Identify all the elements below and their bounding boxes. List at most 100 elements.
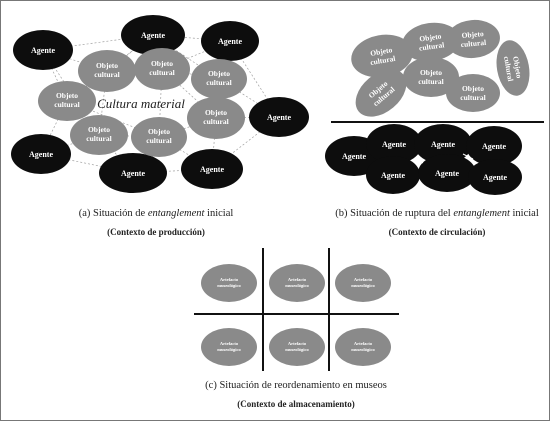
artifact-label-line2: museológico (351, 347, 375, 352)
agent-node: Agente (366, 156, 420, 194)
agent-node: Agente (181, 149, 243, 189)
agent-label: Agente (141, 31, 165, 40)
object-label-line1: Objeto (88, 125, 110, 134)
object-label-line1: Objeto (96, 61, 118, 70)
broken-link (414, 157, 424, 164)
object-label-line2: cultural (54, 100, 79, 109)
agent-label: Agente (200, 165, 224, 174)
agent-node: Agente (468, 159, 522, 195)
object-label-line1: Objeto (511, 56, 524, 80)
object-label-line1: Objeto (420, 68, 442, 77)
artifact-label-line2: museológico (285, 283, 309, 288)
artifact-label-line2: museológico (217, 283, 241, 288)
agent-label: Agente (381, 171, 405, 180)
agent-label: Agente (121, 169, 145, 178)
object-label-line1: Objeto (151, 59, 173, 68)
artifact-label-line2: museológico (217, 347, 241, 352)
agent-node: Agente (366, 124, 422, 164)
agent-label: Agente (382, 140, 406, 149)
object-label-line1: Objeto (208, 69, 230, 78)
agent-node: Agente (414, 124, 472, 164)
object-label-line1: Objeto (462, 84, 484, 93)
agent-label: Agente (431, 140, 455, 149)
object-label-line2: cultural (206, 78, 231, 87)
caption-a-emphasis: entanglement (147, 208, 205, 219)
agent-node: Agente (249, 97, 309, 137)
artifact-label-line1: Artefacto (288, 341, 307, 346)
object-label-line1: Objeto (461, 29, 484, 40)
agent-label: Agente (482, 142, 506, 151)
agent-node: Agente (201, 21, 259, 61)
object-label-line2: cultural (369, 54, 396, 67)
caption-a: (a) Situación de entanglement inicial (41, 208, 271, 219)
object-label-line2: cultural (146, 136, 171, 145)
artifact-label-line1: Artefacto (288, 277, 307, 282)
agent-label: Agente (435, 169, 459, 178)
object-label-line2: cultural (149, 68, 174, 77)
object-label-line2: cultural (86, 134, 111, 143)
object-label-line1: Objeto (205, 108, 227, 117)
context-b: (Contexto de circulación) (388, 227, 486, 237)
agent-node: Agente (418, 154, 476, 192)
agent-label: Agente (29, 150, 53, 159)
agent-label: Agente (342, 152, 366, 161)
caption-c: (c) Situación de reordenamiento en museo… (205, 380, 387, 391)
broken-link (462, 153, 474, 160)
object-label-line2: cultural (418, 40, 444, 52)
object-label-line1: Objeto (148, 127, 170, 136)
object-label-line2: cultural (94, 70, 119, 79)
object-label-line2: cultural (203, 117, 228, 126)
context-c: (Contexto de almacenamiento) (237, 399, 355, 409)
agent-node: Agente (99, 153, 167, 193)
object-label-line2: cultural (418, 77, 443, 86)
cultura-material-label: Cultura material (97, 96, 185, 111)
caption-a-text: (a) Situación de (78, 208, 148, 219)
artifact-label-line1: Artefacto (354, 341, 373, 346)
agent-label: Agente (267, 113, 291, 122)
artifact-label-line1: Artefacto (354, 277, 373, 282)
artifact-label-line2: museológico (351, 283, 375, 288)
object-label-line2: cultural (460, 93, 485, 102)
agent-node: Agente (121, 15, 185, 55)
object-label-line2: cultural (460, 38, 486, 49)
context-a: (Contexto de producción) (107, 227, 205, 237)
agent-label: Agente (31, 46, 55, 55)
agent-label: Agente (218, 37, 242, 46)
caption-a-text-end: inicial (204, 208, 234, 219)
caption-b-text-end: inicial (509, 208, 539, 219)
artifact-label-line1: Artefacto (220, 341, 239, 346)
agent-label: Agente (483, 173, 507, 182)
agent-node: Agente (13, 30, 73, 70)
caption-b: (b) Situación de ruptura del entanglemen… (327, 208, 547, 219)
agent-node: Agente (11, 134, 71, 174)
object-label-line1: Objeto (419, 32, 442, 44)
caption-b-text: (b) Situación de ruptura del (335, 208, 454, 219)
object-label-line1: Objeto (370, 45, 394, 58)
artifact-label-line1: Artefacto (220, 277, 239, 282)
agent-node: Agente (466, 126, 522, 166)
caption-b-emphasis: entanglement (453, 208, 510, 219)
panel-a: Agente Agente Agente Agente Agente Agent… (11, 15, 309, 193)
object-label-line1: Objeto (56, 91, 78, 100)
